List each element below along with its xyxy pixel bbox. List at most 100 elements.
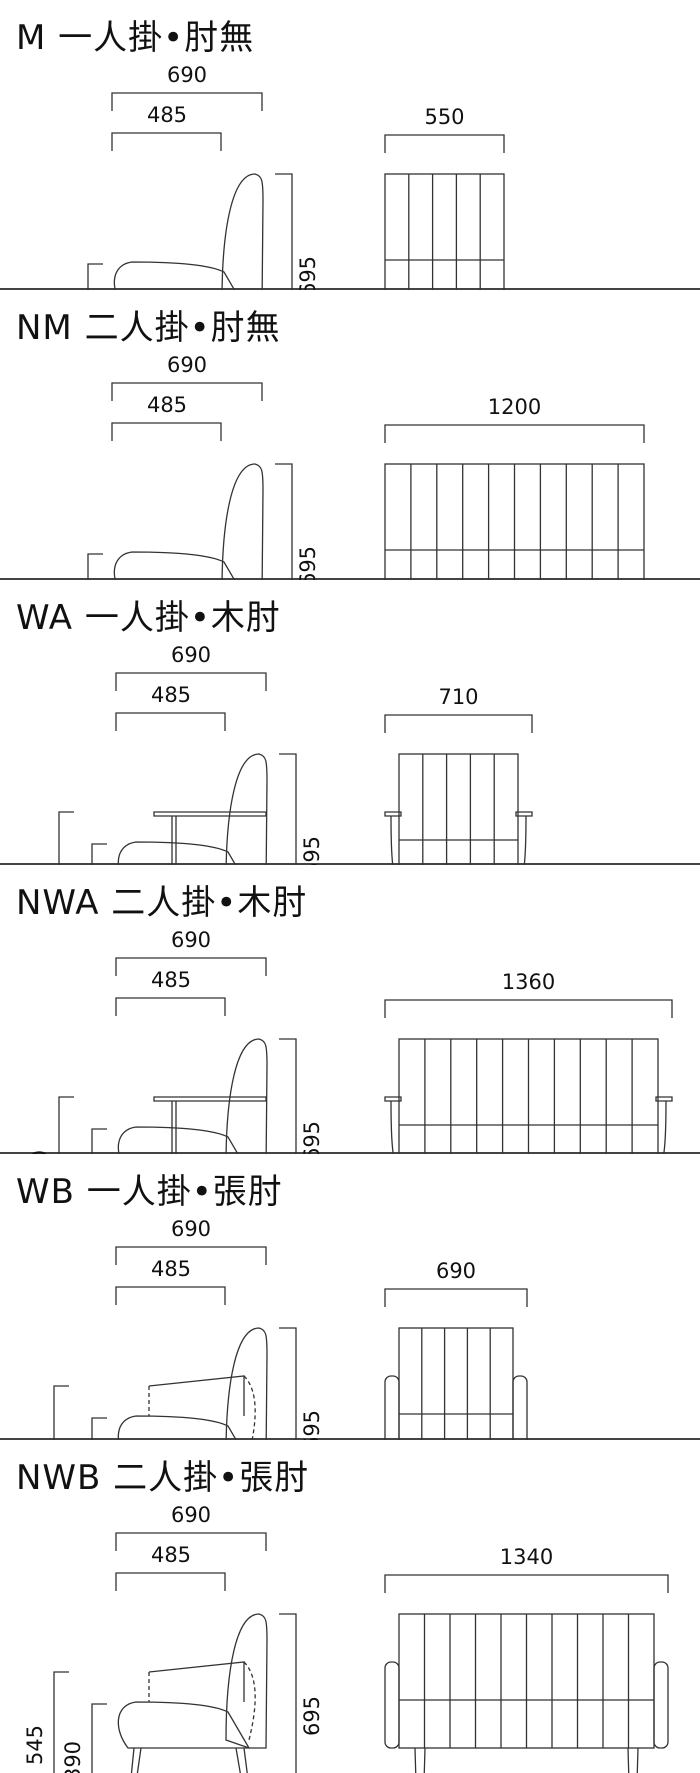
model-title: NWB 二人掛•張肘 (16, 1458, 310, 1498)
channel-tufting-lines (424, 1039, 633, 1154)
padded-armrest (148, 1375, 245, 1416)
seat-depth-label: 485 (151, 683, 191, 707)
width-dimension-line (384, 424, 645, 443)
front-view: 1340 (384, 1545, 669, 1773)
front-view: 1360 (384, 970, 673, 1154)
seat-height-dimension-line (87, 263, 103, 290)
model-title: NWA 二人掛•木肘 (16, 883, 308, 923)
seat-depth-dimension-line (111, 422, 222, 441)
seat-depth-label: 485 (147, 103, 187, 127)
seat-cushion (113, 261, 236, 290)
depth-dimension-line (115, 1532, 267, 1551)
width-dimension-line (384, 999, 673, 1018)
armrest-dashed-outline (148, 1375, 256, 1440)
height-label: 695 (296, 256, 320, 290)
height-label: 695 (300, 1696, 324, 1736)
height-dimension-line (279, 1613, 297, 1773)
seat-depth-label: 485 (151, 1257, 191, 1281)
height-dimension-line (279, 1038, 297, 1154)
armrest-post (171, 816, 177, 865)
depth-dimension-line (111, 382, 263, 401)
depth-label: 690 (167, 63, 207, 87)
model-title: WA 一人掛•木肘 (16, 598, 281, 638)
drawings: 690485390695550 (87, 63, 505, 290)
width-label: 550 (424, 105, 464, 129)
wood-arm-supports (390, 815, 527, 865)
seat-height-dimension-line (91, 1128, 107, 1154)
depth-label: 690 (171, 1503, 211, 1527)
arm-height-label: 545 (23, 1439, 47, 1440)
seat-cushion (117, 841, 237, 865)
model-title: WB 一人掛•張肘 (16, 1172, 283, 1212)
depth-dimension-line (115, 672, 267, 691)
seat-depth-label: 485 (151, 1543, 191, 1567)
arm-height-dimension-line (53, 1671, 69, 1773)
depth-dimension-line (115, 1246, 267, 1265)
height-label: 695 (300, 1121, 324, 1154)
backrest (221, 173, 264, 290)
front-view: 550 (384, 105, 505, 290)
height-label: 695 (296, 546, 320, 580)
backrest (221, 463, 264, 580)
channel-tufting-lines (410, 464, 619, 580)
front-view: 710 (384, 685, 533, 865)
arm-height-dimension-line (58, 1096, 74, 1154)
wood-armrest (153, 811, 267, 817)
depth-dimension-line (115, 957, 267, 976)
seat-depth-dimension-line (115, 997, 226, 1016)
width-label: 1340 (500, 1545, 553, 1569)
section-m: M 一人掛•肘無690485390695550 (0, 0, 700, 290)
section-nwb: NWB 二人掛•張肘 690 485 390 695 545 1340 (0, 1440, 700, 1773)
height-label: 695 (300, 1410, 324, 1440)
seat-cushion (117, 1126, 239, 1154)
seat-depth-dimension-line (115, 1572, 226, 1591)
seat-height-dimension-line (91, 1417, 107, 1440)
drawings: 690 485 390 695 545 1340 (23, 1503, 669, 1773)
seat-depth-dimension-line (111, 132, 222, 151)
armrest-post (171, 1101, 177, 1154)
width-label: 1200 (488, 395, 541, 419)
section-nm: NM 二人掛•肘無6904853906951200 (0, 290, 700, 580)
front-leg (130, 1747, 142, 1773)
width-label: 690 (436, 1259, 476, 1283)
arm-height-dimension-line (58, 811, 74, 865)
seat-cushion (117, 1701, 251, 1749)
channel-tufting-lines (423, 1614, 630, 1748)
arm-height-label: 550 (28, 1150, 52, 1154)
depth-label: 690 (171, 643, 211, 667)
depth-label: 690 (171, 928, 211, 952)
depth-label: 690 (171, 1217, 211, 1241)
wood-arm-tops (384, 811, 533, 817)
channel-tufting-lines (422, 754, 495, 865)
width-label: 710 (438, 685, 478, 709)
seat-depth-label: 485 (151, 968, 191, 992)
width-label: 1360 (502, 970, 555, 994)
channel-tufting-lines (421, 1328, 491, 1440)
padded-armrest (148, 1661, 245, 1702)
left-padded-arm (384, 1375, 400, 1440)
sofa-body (398, 1327, 514, 1440)
back-leg (235, 1747, 248, 1773)
side-view: 690485390695550 (28, 928, 324, 1154)
width-dimension-line (384, 1574, 669, 1593)
seat-cushion (113, 551, 236, 580)
seat-height-dimension-line (87, 553, 103, 580)
side-view: 690485390695550 (28, 643, 324, 865)
section-nwa: NWA 二人掛•木肘6904853906955501360 (0, 865, 700, 1154)
height-dimension-line (275, 463, 293, 580)
width-dimension-line (384, 1288, 528, 1307)
height-dimension-line (279, 753, 297, 865)
right-padded-arm (653, 1661, 669, 1749)
armrest-dashed-outline (148, 1661, 256, 1741)
sofa-body (384, 173, 505, 290)
drawings: 690485390695545690 (23, 1217, 528, 1440)
arm-height-label: 545 (23, 1725, 47, 1765)
seat-height-label: 390 (61, 1741, 85, 1773)
left-padded-arm (384, 1661, 400, 1749)
backrest (225, 1038, 268, 1154)
arm-height-dimension-line (53, 1385, 69, 1440)
width-dimension-line (384, 134, 505, 153)
height-label: 695 (300, 836, 324, 865)
